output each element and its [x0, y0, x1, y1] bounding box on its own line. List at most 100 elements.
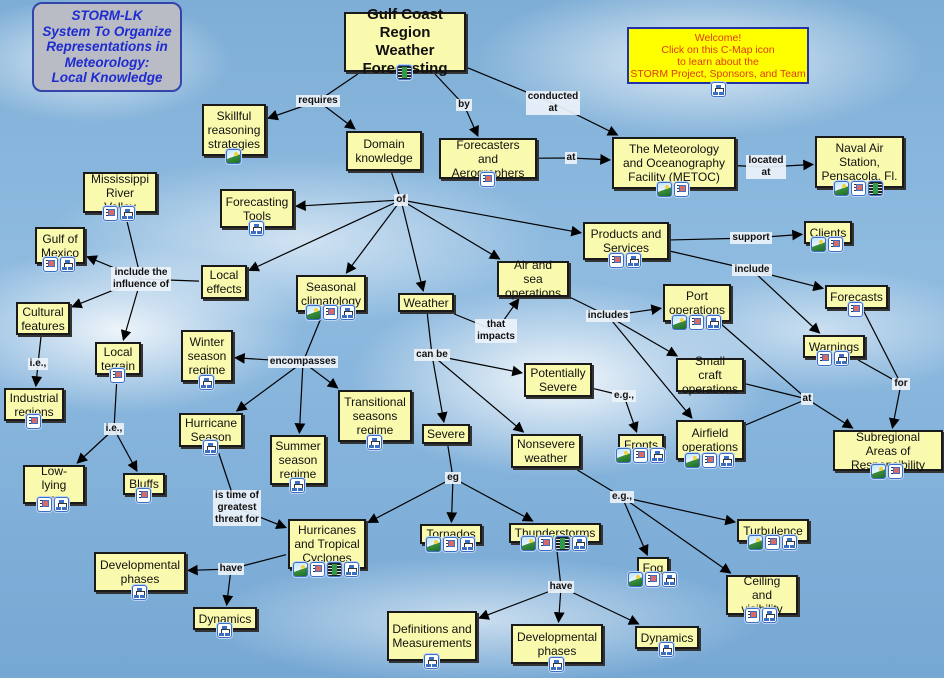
document-icon[interactable]	[37, 497, 52, 512]
welcome-box[interactable]: Welcome! Click on this C-Map icon to lea…	[627, 27, 809, 84]
image-icon[interactable]	[657, 182, 672, 197]
cmap-icon[interactable]	[834, 351, 849, 366]
concept-transitional[interactable]: Transitional seasons regime	[338, 390, 412, 442]
document-icon[interactable]	[609, 253, 624, 268]
concept-smallcraft[interactable]: Small craft operations	[676, 354, 744, 396]
cmap-icon[interactable]	[548, 657, 564, 672]
document-icon[interactable]	[479, 172, 495, 187]
document-icon[interactable]	[538, 536, 553, 551]
concept-winter[interactable]: Winter season regime	[181, 330, 233, 382]
cmap-icon[interactable]	[344, 562, 359, 577]
image-icon[interactable]	[615, 448, 631, 463]
link-port-at2	[720, 323, 808, 400]
image-icon[interactable]	[305, 305, 321, 320]
cmap-icon[interactable]	[248, 221, 264, 236]
document-icon[interactable]	[25, 414, 41, 429]
concept-skillful[interactable]: Skillful reasoning strategies	[202, 104, 266, 156]
image-icon[interactable]	[811, 237, 826, 252]
document-icon[interactable]	[888, 464, 903, 479]
cmap-icon[interactable]	[289, 478, 305, 493]
concept-hurricanes[interactable]: Hurricanes and Tropical Cyclones	[288, 519, 366, 569]
document-icon[interactable]	[442, 537, 458, 552]
cmap-icon[interactable]	[216, 623, 232, 638]
cmap-icon[interactable]	[762, 608, 777, 623]
concept-potsevere[interactable]: Potentially Severe	[524, 363, 592, 397]
concept-summer[interactable]: Summer season regime	[270, 435, 326, 485]
cmap-icon[interactable]	[649, 448, 665, 463]
concept-bluffs[interactable]: Bluffs	[123, 473, 165, 495]
concept-cultural[interactable]: Cultural features	[16, 302, 70, 335]
image-icon[interactable]	[671, 315, 687, 330]
cmap-icon[interactable]	[198, 375, 214, 390]
concept-airsea[interactable]: Air and sea operations	[497, 258, 569, 300]
image-icon[interactable]	[425, 537, 441, 552]
document-icon[interactable]	[644, 572, 660, 587]
image-icon[interactable]	[293, 562, 308, 577]
concept-definitions[interactable]: Definitions and Measurements	[387, 611, 477, 661]
cmap-icon[interactable]	[661, 572, 677, 587]
cmap-icon[interactable]	[459, 537, 475, 552]
document-icon[interactable]	[632, 448, 648, 463]
concept-label: Dynamics	[198, 611, 252, 626]
concept-root[interactable]: Gulf Coast Region Weather Forecasting	[344, 6, 466, 77]
cmap-icon[interactable]	[781, 535, 797, 550]
link-can_be-nonsevere	[431, 354, 525, 433]
cmap-icon[interactable]	[626, 253, 641, 268]
document-icon[interactable]	[109, 368, 125, 383]
document-icon[interactable]	[103, 206, 118, 221]
document-icon[interactable]	[817, 351, 832, 366]
concept-nonsevere[interactable]: Nonsevere weather	[511, 434, 581, 468]
document-icon[interactable]	[848, 302, 863, 317]
image-icon[interactable]	[834, 181, 849, 196]
concept-dynamics2[interactable]: Dynamics	[635, 626, 699, 649]
document-icon[interactable]	[310, 562, 325, 577]
image-icon[interactable]	[627, 572, 643, 587]
image-icon[interactable]	[871, 464, 886, 479]
cmap-icon[interactable]	[718, 453, 734, 468]
video-icon[interactable]	[555, 536, 570, 551]
concept-subregional[interactable]: Subregional Areas of Responsibility	[833, 430, 943, 472]
cmap-icon[interactable]	[423, 654, 439, 669]
link-includes-airfield	[607, 315, 693, 419]
document-icon[interactable]	[764, 535, 780, 550]
cmap-icon[interactable]	[120, 206, 135, 221]
link-smallcraft-at2	[745, 383, 808, 400]
image-icon[interactable]	[521, 536, 536, 551]
document-icon[interactable]	[322, 305, 338, 320]
concept-local[interactable]: Local effects	[201, 265, 247, 299]
cmap-icon[interactable]	[60, 257, 75, 272]
document-icon[interactable]	[135, 488, 151, 503]
image-icon[interactable]	[747, 535, 763, 550]
cmap-icon[interactable]	[366, 435, 382, 450]
image-icon[interactable]	[684, 453, 700, 468]
cmap-icon[interactable]	[711, 82, 726, 97]
document-icon[interactable]	[688, 315, 704, 330]
concept-severe[interactable]: Severe	[422, 424, 470, 444]
cmap-icon[interactable]	[54, 497, 69, 512]
cmap-icon[interactable]	[572, 536, 587, 551]
linking-phrase-located_at: located at	[746, 155, 786, 179]
concept-label: Summer season regime	[275, 439, 321, 481]
video-icon[interactable]	[868, 181, 883, 196]
concept-gulf[interactable]: Gulf of Mexico	[35, 227, 85, 264]
document-icon[interactable]	[674, 182, 689, 197]
cmap-icon[interactable]	[131, 585, 147, 600]
document-icon[interactable]	[851, 181, 866, 196]
cmap-icon[interactable]	[705, 315, 721, 330]
image-icon[interactable]	[225, 149, 241, 164]
link-of-local	[248, 199, 402, 272]
video-icon[interactable]	[327, 562, 342, 577]
resource-icons	[225, 149, 241, 164]
concept-domain[interactable]: Domain knowledge	[346, 131, 422, 171]
concept-weather[interactable]: Weather	[398, 293, 454, 312]
concept-naval[interactable]: Naval Air Station, Pensacola, Fl.	[815, 136, 904, 188]
document-icon[interactable]	[745, 608, 760, 623]
cmap-icon[interactable]	[658, 642, 674, 657]
document-icon[interactable]	[828, 237, 843, 252]
document-icon[interactable]	[701, 453, 717, 468]
link-seasonal-encompasses	[302, 313, 324, 363]
video-icon[interactable]	[396, 65, 412, 80]
document-icon[interactable]	[43, 257, 58, 272]
cmap-icon[interactable]	[339, 305, 355, 320]
cmap-icon[interactable]	[202, 440, 218, 455]
